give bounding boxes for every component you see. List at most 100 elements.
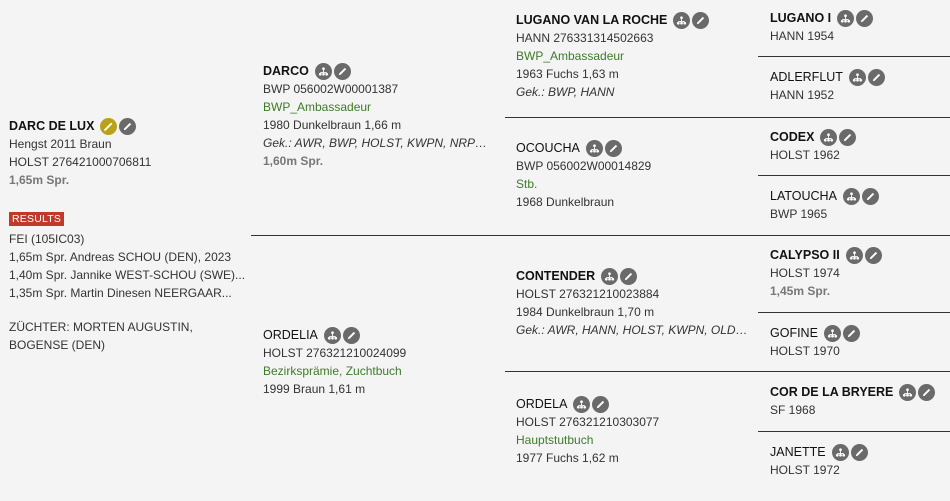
divider-gen3-sire	[505, 117, 758, 118]
birth-color: 1984 Dunkelbraun 1,70 m	[516, 305, 655, 319]
gen4-horse-5: CALYPSO II HOLST 1974 1,45m Spr.	[770, 246, 945, 300]
pedigree-tree-icon[interactable]	[837, 9, 855, 27]
gen4-horse-6: GOFINE HOLST 1970	[770, 324, 945, 360]
horse-info: SF 1968	[770, 403, 816, 417]
subject-name[interactable]: DARC DE LUX	[9, 119, 95, 133]
edit-icon[interactable]	[864, 246, 882, 264]
edit-icon[interactable]	[918, 383, 936, 401]
result-row: FEI (105IC03)	[9, 232, 85, 246]
horse-name[interactable]: CALYPSO II	[770, 248, 840, 262]
horse-name[interactable]: COR DE LA BRYERE	[770, 385, 894, 399]
horse-id: HOLST 276321210023884	[516, 287, 660, 301]
gen3-sire-dam: OCOUCHA BWP 056002W00014829 Stb. 1968 Du…	[516, 139, 751, 211]
edit-icon[interactable]	[856, 9, 874, 27]
edit-icon[interactable]	[342, 326, 360, 344]
horse-info: HOLST 1970	[770, 344, 840, 358]
sire-birth-color: 1980 Dunkelbraun 1,66 m	[263, 118, 402, 132]
sire-performance: 1,60m Spr.	[263, 154, 324, 168]
horse-info: HANN 1954	[770, 29, 835, 43]
gen4-horse-2: ADLERFLUT HANN 1952	[770, 68, 945, 104]
studbook-link[interactable]: Hauptstutbuch	[516, 433, 594, 447]
horse-name[interactable]: CODEX	[770, 130, 815, 144]
divider-gen3-dam	[505, 371, 758, 372]
studbook-link[interactable]: Stb.	[516, 177, 538, 191]
horse-performance: 1,45m Spr.	[770, 284, 831, 298]
divider-gen4-1	[758, 56, 950, 57]
pedigree-tree-icon[interactable]	[823, 324, 841, 342]
birth-color: 1968 Dunkelbraun	[516, 195, 615, 209]
dam-birth-color: 1999 Braun 1,61 m	[263, 382, 366, 396]
horse-info: HOLST 1972	[770, 463, 840, 477]
pedigree-tree-icon[interactable]	[573, 395, 591, 413]
horse-id: HOLST 276321210303077	[516, 415, 660, 429]
subject-horse: DARC DE LUX Hengst 2011 Braun HOLST 2764…	[9, 117, 247, 354]
horse-name[interactable]: LUGANO VAN LA ROCHE	[516, 13, 668, 27]
gen4-horse-7: COR DE LA BRYERE SF 1968	[770, 383, 948, 419]
horse-name[interactable]: GOFINE	[770, 326, 818, 340]
edit-icon[interactable]	[692, 11, 710, 29]
dam-studbook-link[interactable]: Bezirksprämie, Zuchtbuch	[263, 364, 402, 378]
sire-id: BWP 056002W00001387	[263, 82, 399, 96]
studbook-link[interactable]: BWP_Ambassadeur	[516, 49, 625, 63]
horse-name[interactable]: LATOUCHA	[770, 189, 837, 203]
edit-icon[interactable]	[604, 139, 622, 157]
edit-icon[interactable]	[867, 68, 885, 86]
subject-info-2: HOLST 276421000706811	[9, 155, 152, 169]
pedigree-tree-icon[interactable]	[601, 267, 619, 285]
edit-gold-icon[interactable]	[100, 117, 118, 135]
horse-name[interactable]: ADLERFLUT	[770, 70, 843, 84]
sire-approvals: Gek.: AWR, BWP, HOLST, KWPN, NRPS, OL...	[263, 136, 493, 150]
horse-name[interactable]: LUGANO I	[770, 11, 832, 25]
pedigree-tree-icon[interactable]	[585, 139, 603, 157]
horse-info: HANN 1952	[770, 88, 835, 102]
pedigree-tree-icon[interactable]	[323, 326, 341, 344]
pedigree-tree-icon[interactable]	[314, 62, 332, 80]
divider-gen2	[251, 235, 950, 236]
approvals: Gek.: BWP, HANN	[516, 85, 615, 99]
gen4-horse-1: LUGANO I HANN 1954	[770, 9, 945, 45]
horse-name[interactable]: ORDELA	[516, 397, 568, 411]
edit-icon[interactable]	[620, 267, 638, 285]
edit-icon[interactable]	[850, 443, 868, 461]
divider-gen4-3	[758, 175, 950, 176]
horse-name[interactable]: JANETTE	[770, 445, 826, 459]
birth-color: 1977 Fuchs 1,62 m	[516, 451, 619, 465]
edit-icon[interactable]	[842, 324, 860, 342]
sire-horse: DARCO BWP 056002W00001387 BWP_Ambassadeu…	[263, 62, 493, 170]
horse-name[interactable]: OCOUCHA	[516, 141, 580, 155]
pedigree-tree-icon[interactable]	[848, 68, 866, 86]
sire-name[interactable]: DARCO	[263, 64, 309, 78]
pedigree-tree-icon[interactable]	[831, 443, 849, 461]
edit-icon[interactable]	[333, 62, 351, 80]
breeder-line-2: BOGENSE (DEN)	[9, 338, 106, 352]
edit-icon[interactable]	[839, 128, 857, 146]
horse-name[interactable]: CONTENDER	[516, 269, 596, 283]
result-row: 1,35m Spr. Martin Dinesen NEERGAAR...	[9, 286, 232, 300]
gen4-horse-3: CODEX HOLST 1962	[770, 128, 945, 164]
subject-performance: 1,65m Spr.	[9, 173, 70, 187]
divider-gen4-2	[758, 117, 950, 118]
edit-icon[interactable]	[592, 395, 610, 413]
pedigree-tree-icon[interactable]	[673, 11, 691, 29]
horse-id: HANN 276331314502663	[516, 31, 654, 45]
horse-info: BWP 1965	[770, 207, 828, 221]
pedigree-tree-icon[interactable]	[820, 128, 838, 146]
gen4-horse-4: LATOUCHA BWP 1965	[770, 187, 945, 223]
gen3-sire-sire: LUGANO VAN LA ROCHE HANN 276331314502663…	[516, 11, 751, 101]
gen3-dam-dam: ORDELA HOLST 276321210303077 Hauptstutbu…	[516, 395, 751, 467]
sire-studbook-link[interactable]: BWP_Ambassadeur	[263, 100, 372, 114]
result-row: 1,65m Spr. Andreas SCHOU (DEN), 2023	[9, 250, 232, 264]
horse-info: HOLST 1962	[770, 148, 840, 162]
edit-icon[interactable]	[119, 117, 137, 135]
approvals: Gek.: AWR, HANN, HOLST, KWPN, OLDBG,...	[516, 323, 751, 337]
results-badge: RESULTS	[9, 212, 65, 226]
breeder-line-1: ZÜCHTER: MORTEN AUGUSTIN,	[9, 320, 193, 334]
horse-id: BWP 056002W00014829	[516, 159, 652, 173]
pedigree-tree-icon[interactable]	[845, 246, 863, 264]
dam-name[interactable]: ORDELIA	[263, 328, 318, 342]
pedigree-tree-icon[interactable]	[899, 383, 917, 401]
edit-icon[interactable]	[861, 187, 879, 205]
pedigree-tree-icon[interactable]	[842, 187, 860, 205]
dam-horse: ORDELIA HOLST 276321210024099 Bezirksprä…	[263, 326, 493, 398]
birth-color: 1963 Fuchs 1,63 m	[516, 67, 619, 81]
